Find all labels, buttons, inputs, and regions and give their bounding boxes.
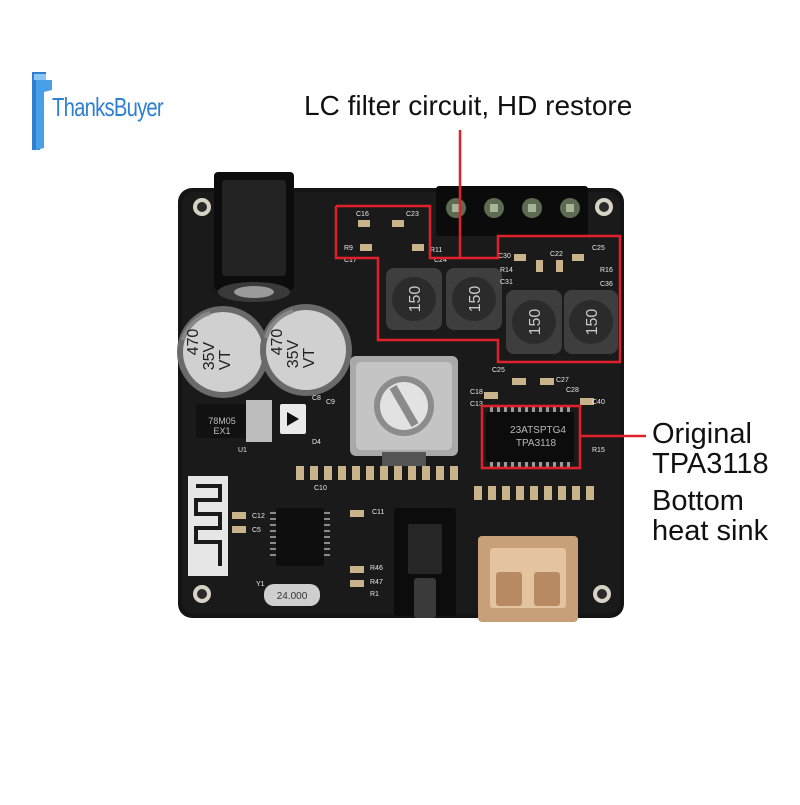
svg-text:C11: C11: [372, 509, 384, 516]
svg-text:150: 150: [407, 286, 424, 313]
circuit-board: 470 35V VT 470 35V VT 150 150: [177, 172, 624, 622]
svg-text:Y1: Y1: [256, 581, 265, 588]
svg-text:TPA3118: TPA3118: [516, 438, 557, 449]
svg-text:C23: C23: [406, 211, 419, 218]
svg-text:35V: 35V: [201, 341, 218, 370]
lc-filter-callout: LC filter circuit, HD restore: [304, 90, 633, 121]
svg-text:C30: C30: [498, 253, 511, 260]
svg-text:C25: C25: [492, 367, 505, 374]
volume-potentiometer: [350, 356, 458, 466]
svg-text:R47: R47: [370, 579, 383, 586]
svg-text:C8: C8: [312, 395, 321, 402]
audio-jack: [394, 508, 456, 618]
voltage-regulator: 78M05 EX1: [196, 400, 272, 442]
svg-text:C24: C24: [434, 257, 447, 264]
svg-text:C5: C5: [252, 527, 261, 534]
crystal-oscillator: 24.000: [264, 584, 320, 606]
svg-text:R15: R15: [592, 447, 605, 454]
svg-text:C16: C16: [356, 211, 369, 218]
inductor: 150 150 150 150: [386, 268, 618, 354]
svg-text:78M05: 78M05: [208, 416, 236, 426]
svg-text:D4: D4: [312, 439, 321, 446]
svg-text:VT: VT: [217, 350, 234, 371]
chip-callout-line2: TPA3118: [652, 448, 769, 480]
mounting-hole-icon: [193, 198, 613, 603]
silkscreen-labels: C16 C23 R9 C17 R11 C24 C30 R14 C31 C22 C…: [238, 211, 613, 598]
smd-components: [232, 220, 594, 587]
bluetooth-chip: [270, 508, 330, 566]
svg-text:150: 150: [527, 309, 544, 336]
svg-text:23ATSPTG4: 23ATSPTG4: [510, 425, 566, 436]
svg-text:R14: R14: [500, 267, 513, 274]
heatsink-callout-line2: heat sink: [652, 515, 769, 547]
chip-callout-line1: Original: [652, 418, 752, 450]
chip-highlight: [480, 404, 646, 470]
svg-text:C22: C22: [550, 251, 563, 258]
svg-text:C27: C27: [556, 377, 569, 384]
heatsink-callout-line1: Bottom: [652, 485, 744, 517]
svg-text:C18: C18: [470, 389, 483, 396]
electrolytic-capacitor: 470 35V VT 470 35V VT: [177, 304, 352, 398]
svg-text:R46: R46: [370, 565, 383, 572]
dc-power-jack: [214, 172, 294, 302]
capacitor-label: 470 35V VT 470 35V VT: [185, 329, 318, 371]
svg-text:C25: C25: [592, 245, 605, 252]
svg-text:VT: VT: [301, 348, 318, 369]
svg-text:470: 470: [269, 329, 286, 356]
svg-text:470: 470: [185, 329, 202, 356]
svg-text:C36: C36: [600, 281, 613, 288]
svg-text:R16: R16: [600, 267, 613, 274]
svg-text:C13: C13: [470, 401, 483, 408]
brand-logo: ThanksBuyer: [52, 92, 164, 122]
svg-text:C10: C10: [314, 485, 327, 492]
brand-logo-icon: [32, 72, 52, 150]
amplifier-chip: 23ATSPTG4 TPA3118: [486, 406, 574, 468]
svg-text:C31: C31: [500, 279, 513, 286]
svg-text:150: 150: [584, 309, 601, 336]
svg-text:R11: R11: [430, 247, 442, 254]
bluetooth-antenna: [188, 476, 228, 576]
svg-text:R9: R9: [344, 245, 353, 252]
svg-text:EX1: EX1: [213, 426, 230, 436]
diode: [280, 404, 306, 434]
usb-port: [478, 536, 578, 622]
svg-text:150: 150: [467, 286, 484, 313]
svg-text:C40: C40: [592, 399, 605, 406]
svg-text:U1: U1: [238, 447, 247, 454]
svg-text:24.000: 24.000: [277, 591, 308, 602]
lc-filter-highlight: [334, 130, 622, 364]
svg-text:C28: C28: [566, 387, 579, 394]
svg-text:R1: R1: [370, 591, 379, 598]
svg-text:C12: C12: [252, 513, 265, 520]
svg-text:C17: C17: [344, 257, 357, 264]
svg-text:35V: 35V: [285, 339, 302, 368]
svg-text:C9: C9: [326, 399, 335, 406]
